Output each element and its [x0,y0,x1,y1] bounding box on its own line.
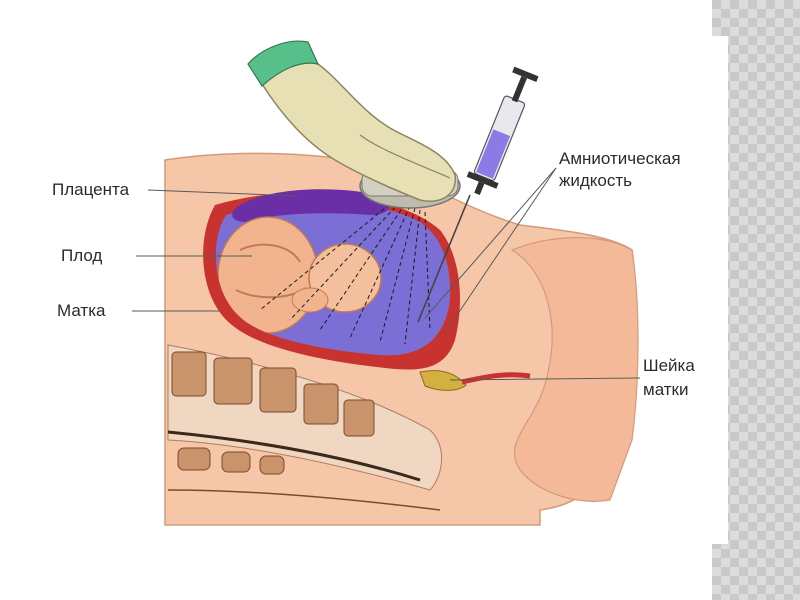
buttock-curve [510,237,639,502]
vaginal-canal [461,372,531,385]
label-amniotic-fluid-line2: жидкость [559,171,633,190]
label-fetus: Плод [61,246,103,265]
placenta [232,189,389,222]
label-placenta: Плацента [52,180,130,199]
syringe-needle-icon [417,66,539,323]
gloved-hand-icon [247,40,456,202]
placenta-pointer [147,189,299,197]
amniotic-pointer-2 [444,167,557,334]
label-pointers [132,167,641,381]
cervix-pointer [449,377,641,381]
fetus [217,216,382,334]
ultrasound-beams [259,199,431,345]
label-cervix-line2: матки [643,380,689,399]
spine [167,344,443,511]
amniotic-pointer-1 [424,167,557,319]
label-amniotic-fluid-line1: Амниотическая [559,149,681,168]
cervix [419,370,467,391]
label-uterus: Матка [57,301,106,320]
label-cervix-line1: Шейка [643,356,695,375]
